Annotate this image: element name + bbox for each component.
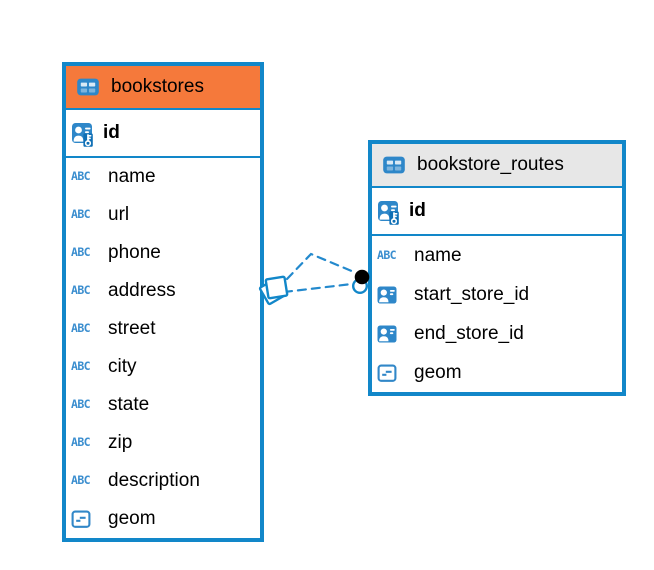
relationship-target-marker[interactable] [352, 269, 370, 295]
table-bookstores-header[interactable]: bookstores [66, 66, 260, 110]
table-bookstore-routes[interactable]: bookstore_routes id ABC name start_store… [368, 140, 626, 396]
text-type-icon: ABC [71, 435, 91, 450]
text-type-icon: ABC [71, 359, 91, 374]
relationship-line-2[interactable] [282, 282, 354, 294]
column-row[interactable]: end_store_id [372, 314, 622, 353]
text-type-icon: ABC [377, 247, 397, 262]
text-type-icon: ABC [71, 283, 91, 298]
column-row[interactable]: ABC zip [66, 424, 260, 462]
column-row[interactable]: ABC street [66, 310, 260, 348]
column-name: name [108, 166, 156, 187]
column-row[interactable]: geom [372, 353, 622, 392]
table-title: bookstores [111, 76, 204, 97]
table-title: bookstore_routes [417, 154, 564, 175]
primary-key-icon [71, 122, 95, 148]
column-name: street [108, 318, 156, 339]
text-type-icon: ABC [71, 207, 91, 222]
column-name: id [409, 200, 426, 221]
column-name: geom [414, 361, 462, 383]
column-row[interactable]: ABC city [66, 348, 260, 386]
relationship-source-marker[interactable] [258, 275, 289, 306]
text-type-icon: ABC [71, 169, 91, 184]
table-icon [382, 153, 406, 177]
table-bookstores[interactable]: bookstores id ABC name ABC url ABC phone… [62, 62, 264, 542]
primary-key-icon [377, 200, 401, 226]
table-icon [76, 75, 100, 99]
column-row-pk[interactable]: id [372, 188, 622, 236]
column-row[interactable]: ABC name [66, 158, 260, 196]
column-name: end_store_id [414, 322, 524, 344]
column-name: url [108, 204, 130, 225]
column-row[interactable]: ABC phone [66, 234, 260, 272]
relationship-line-1[interactable] [285, 252, 356, 281]
column-name: description [108, 470, 200, 491]
column-name: address [108, 280, 176, 301]
text-type-icon: ABC [71, 321, 91, 336]
column-row-pk[interactable]: id [66, 110, 260, 158]
column-name: geom [108, 508, 156, 529]
column-name: state [108, 394, 150, 415]
text-type-icon: ABC [71, 397, 91, 412]
column-row[interactable]: ABC state [66, 386, 260, 424]
column-name: name [414, 244, 462, 266]
reference-type-icon [377, 285, 397, 305]
column-name: city [108, 356, 137, 377]
column-name: phone [108, 242, 161, 263]
column-row[interactable]: ABC description [66, 462, 260, 500]
geometry-type-icon [71, 509, 91, 529]
column-name: zip [108, 432, 133, 453]
reference-type-icon [377, 324, 397, 344]
column-row[interactable]: ABC url [66, 196, 260, 234]
column-name: start_store_id [414, 283, 530, 305]
column-row[interactable]: geom [66, 500, 260, 538]
text-type-icon: ABC [71, 473, 91, 488]
table-bookstore-routes-header[interactable]: bookstore_routes [372, 144, 622, 188]
column-row[interactable]: start_store_id [372, 275, 622, 314]
text-type-icon: ABC [71, 245, 91, 260]
column-row[interactable]: ABC address [66, 272, 260, 310]
column-name: id [103, 122, 120, 143]
geometry-type-icon [377, 363, 397, 383]
column-row[interactable]: ABC name [372, 236, 622, 275]
